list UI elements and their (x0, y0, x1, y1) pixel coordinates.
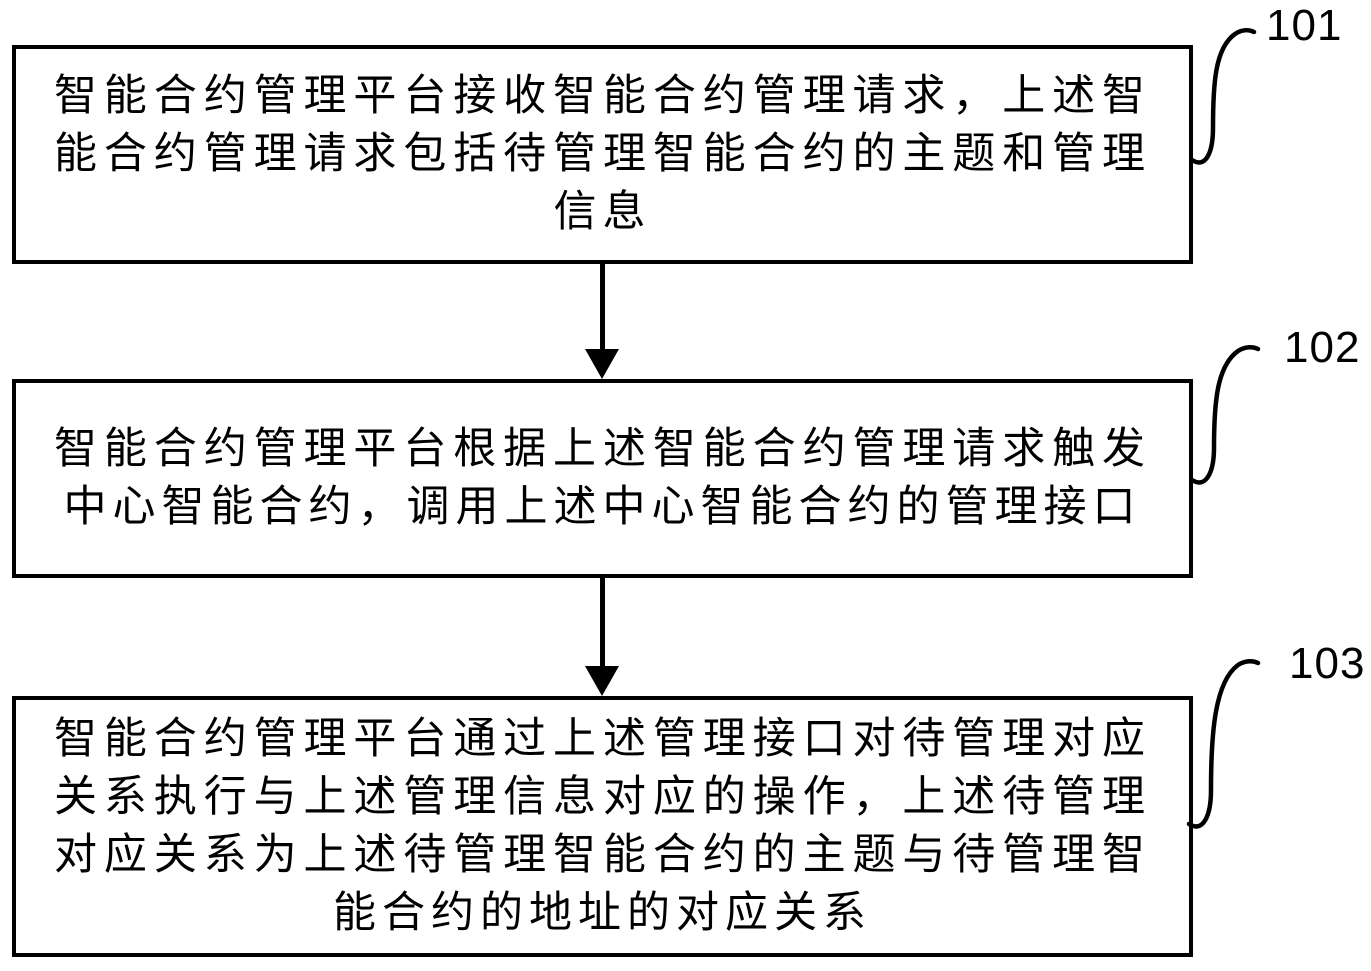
step-box-102: 智能合约管理平台根据上述智能合约管理请求触发中心智能合约，调用上述中心智能合约的… (12, 379, 1193, 578)
step-box-103: 智能合约管理平台通过上述管理接口对待管理对应关系执行与上述管理信息对应的操作，上… (12, 696, 1193, 957)
reference-curve-101 (1189, 28, 1257, 165)
reference-label-101: 101 (1266, 1, 1343, 50)
flow-arrow-line-2 (600, 578, 605, 668)
step-text-101: 智能合约管理平台接收智能合约管理请求，上述智能合约管理请求包括待管理智能合约的主… (54, 72, 1151, 236)
reference-label-103: 103 (1289, 639, 1366, 688)
reference-label-102: 102 (1284, 323, 1361, 372)
flow-arrow-line-1 (600, 264, 605, 352)
reference-curve-103 (1186, 659, 1261, 829)
step-text-103: 智能合约管理平台通过上述管理接口对待管理对应关系执行与上述管理信息对应的操作，上… (54, 715, 1151, 937)
flow-arrowhead-down-icon (585, 666, 619, 696)
flow-arrowhead-down-icon (585, 349, 619, 379)
reference-curve-102 (1189, 345, 1261, 485)
step-box-101: 智能合约管理平台接收智能合约管理请求，上述智能合约管理请求包括待管理智能合约的主… (12, 45, 1193, 264)
step-text-102: 智能合约管理平台根据上述智能合约管理请求触发中心智能合约，调用上述中心智能合约的… (54, 425, 1151, 531)
